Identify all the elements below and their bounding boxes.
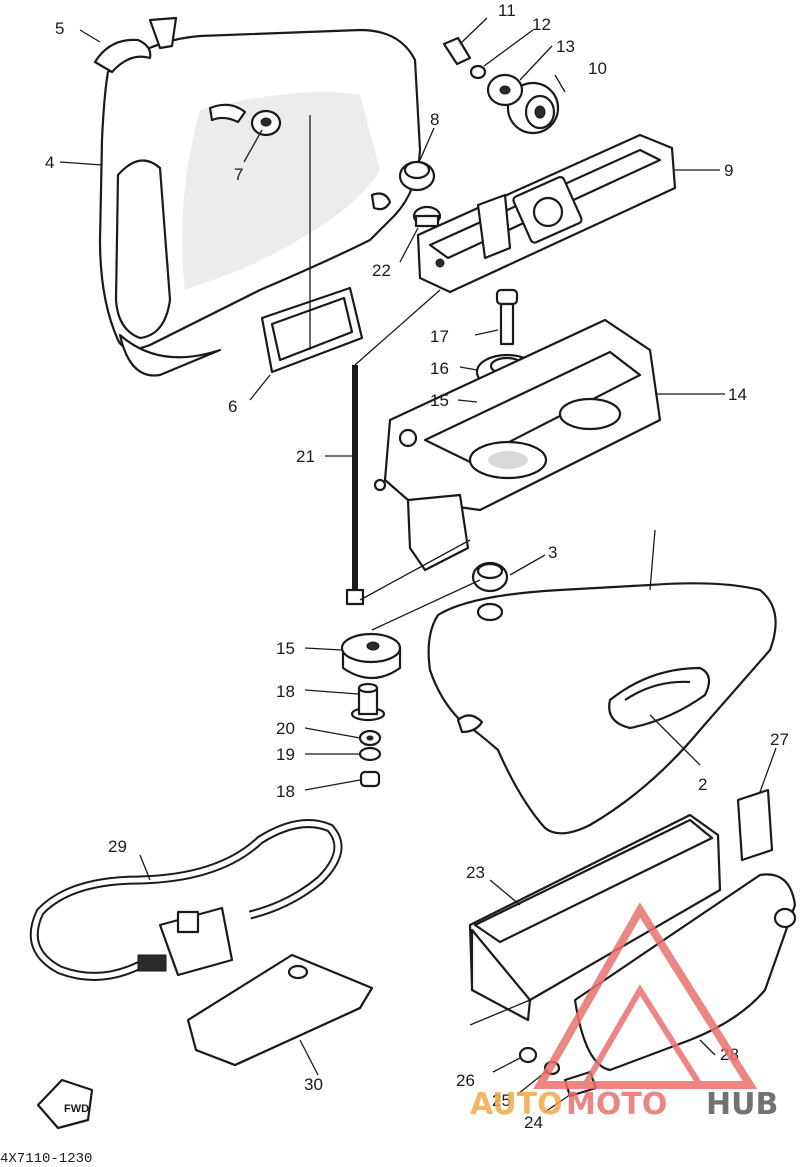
side-cover-part-4 [98, 28, 422, 377]
callout-19: 18 [276, 782, 295, 801]
rubber-part-15-lower [340, 632, 402, 679]
callout-30: 29 [108, 837, 127, 856]
callout-28: 27 [770, 730, 789, 749]
washer-part-27 [518, 1046, 538, 1064]
washer-part-20 [358, 746, 382, 762]
diagram-code: 4X7110-1230 [0, 1151, 92, 1167]
callout-17: 16 [430, 359, 449, 378]
tray-cover-part-29 [573, 873, 797, 1072]
plate-part-6 [260, 286, 364, 374]
watermark-text-hub: HUB [706, 1087, 778, 1122]
nut-part-19 [359, 770, 381, 788]
callout-24: 23 [466, 863, 485, 882]
callout-3: 3 [548, 543, 557, 562]
watermark-text-auto: AUTO [470, 1087, 563, 1122]
tool-tray-part-24 [468, 813, 722, 1022]
rubber-part-8 [398, 160, 436, 192]
reflector-part-28 [736, 788, 774, 862]
grommet-part-23 [412, 205, 442, 228]
callout-labels: 5 4 7 8 9 10 11 12 13 22 17 16 15 14 6 2… [45, 1, 789, 1132]
callout-8: 8 [430, 110, 439, 129]
callout-14: 14 [728, 385, 747, 404]
callout-20: 19 [276, 745, 295, 764]
fuel-tank-part-2 [427, 582, 777, 835]
callout-25: 24 [524, 1113, 543, 1132]
callout-22: 21 [296, 447, 315, 466]
rod-part-22 [345, 365, 365, 606]
callout-6: 6 [228, 397, 237, 416]
washer-part-13 [486, 73, 524, 107]
collar-part-16 [350, 682, 386, 722]
grommet-part-3 [471, 561, 509, 593]
callout-12: 12 [532, 15, 551, 34]
battery-box-part-14 [373, 318, 662, 572]
strap-part-5 [93, 16, 178, 74]
callout-27: 26 [456, 1071, 475, 1090]
callout-21: 20 [276, 719, 295, 738]
fuel-hose-part-30 [29, 819, 343, 981]
callout-4: 4 [45, 153, 54, 172]
callout-15-lower: 15 [276, 639, 295, 658]
bolt-part-11 [442, 36, 472, 66]
bolt-part-18 [495, 288, 519, 346]
watermark-logo: AUTO MOTO HUB [470, 902, 778, 1122]
forward-arrow-icon: FWD [36, 1078, 94, 1130]
callout-2: 2 [698, 775, 707, 794]
washer-part-12 [469, 64, 487, 80]
callout-13: 13 [556, 37, 575, 56]
callout-7: 7 [234, 165, 243, 184]
callout-18: 17 [430, 327, 449, 346]
callout-5: 5 [55, 19, 64, 38]
pouch-part-31 [186, 953, 374, 1067]
watermark-text-moto: MOTO [566, 1087, 667, 1122]
callout-31: 30 [304, 1075, 323, 1094]
washer-part-21 [358, 729, 382, 747]
callout-9: 9 [724, 161, 733, 180]
grommet-part-7 [250, 109, 282, 137]
callout-11: 11 [498, 1, 516, 20]
callout-23: 22 [372, 261, 391, 280]
callout-16: 18 [276, 682, 295, 701]
callout-26: 25 [492, 1091, 511, 1110]
bracket-part-9 [416, 133, 677, 294]
callout-10: 10 [588, 59, 607, 78]
damper-part-10 [506, 81, 560, 135]
callout-15-upper: 15 [430, 391, 449, 410]
svg-text:FWD: FWD [64, 1103, 89, 1115]
